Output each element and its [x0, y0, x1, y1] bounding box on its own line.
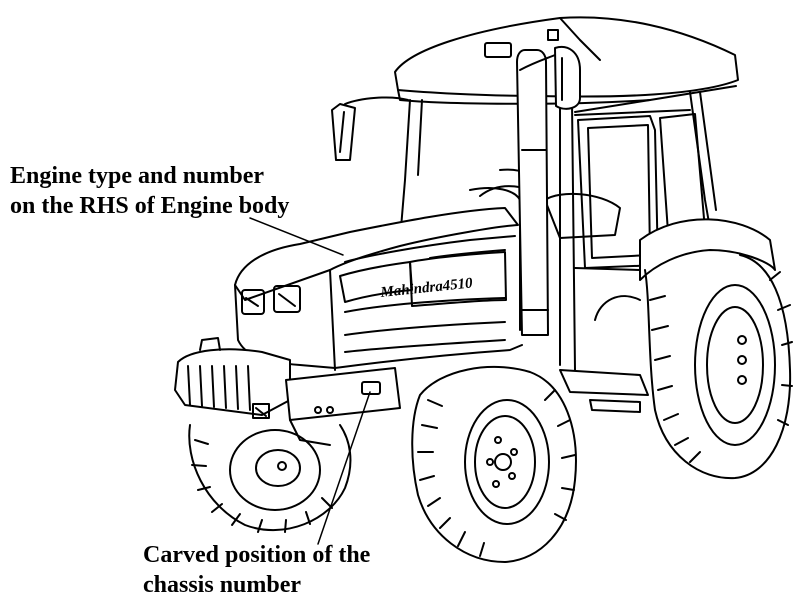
chassis-callout-label: Carved position of the chassis number — [143, 540, 370, 600]
cab-frame — [399, 91, 717, 371]
rear-right-wheel — [639, 218, 793, 480]
front-weights — [174, 337, 291, 419]
engine-callout-line1: Engine type and number — [10, 163, 265, 189]
rear-left-wheel — [594, 295, 641, 321]
chassis-callout-line2: chassis number — [143, 572, 302, 598]
front-left-wheel — [188, 424, 352, 533]
brand-text: Mahindra4510 — [379, 275, 474, 301]
engine-callout-line — [249, 217, 344, 256]
hood — [234, 207, 523, 371]
front-right-wheel — [411, 366, 577, 563]
exhaust-pipe — [516, 49, 549, 336]
engine-callout-label: Engine type and number on the RHS of Eng… — [10, 161, 289, 221]
chassis-number-plate — [361, 381, 381, 395]
brand-decal: Mahindra4510 — [379, 275, 474, 301]
engine-callout-line2: on the RHS of Engine body — [10, 193, 290, 219]
left-mirror — [331, 96, 409, 161]
right-mirror — [519, 46, 581, 110]
step-platform — [559, 267, 649, 413]
callout-leaders — [249, 217, 371, 545]
front-chassis — [285, 367, 401, 446]
chassis-callout-line1: Carved position of the — [143, 542, 371, 568]
chassis-callout-line — [317, 391, 371, 545]
